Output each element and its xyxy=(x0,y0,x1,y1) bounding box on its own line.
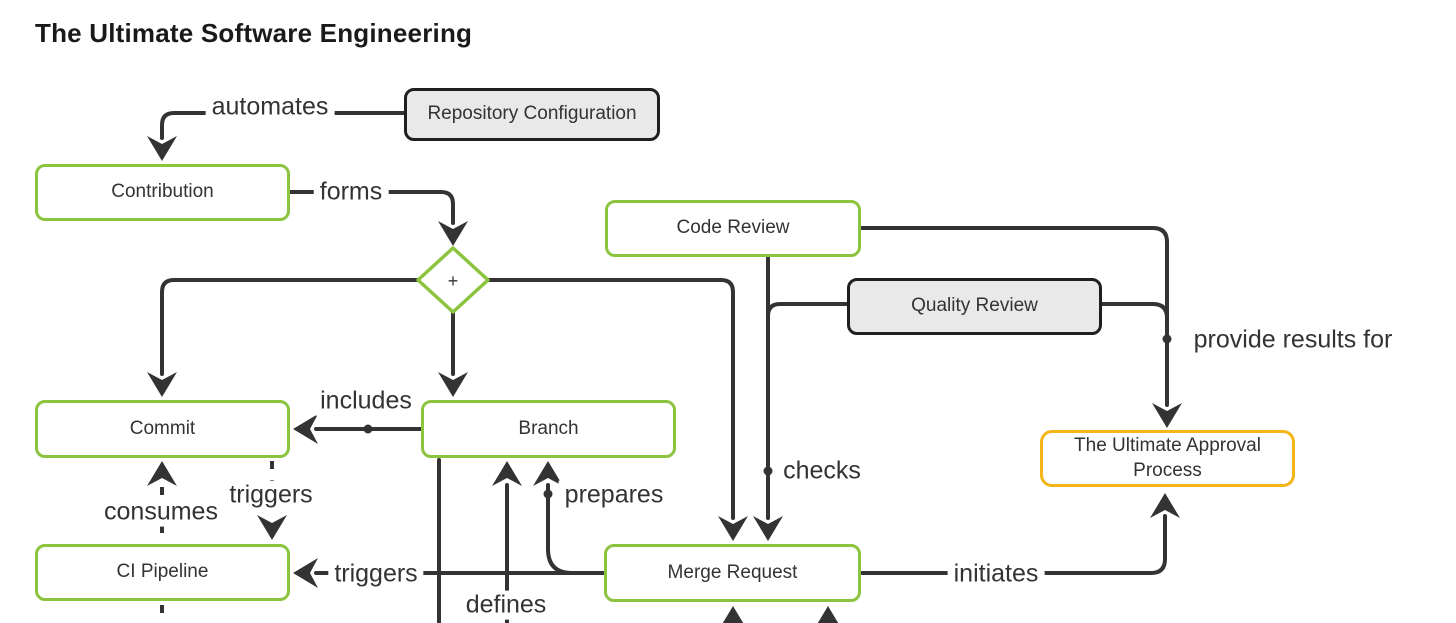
edge-label-dot xyxy=(543,489,553,499)
edge-forms xyxy=(288,190,468,246)
arrowhead-left-icon xyxy=(293,558,318,588)
edge-label-checks: checks xyxy=(777,456,867,486)
arrowhead-down-icon xyxy=(753,516,783,541)
node-merge-request: Merge Request xyxy=(604,544,861,602)
edge-provide-results-for xyxy=(860,226,1182,428)
node-branch: Branch xyxy=(421,400,676,458)
edge-label-dot xyxy=(363,424,373,434)
edge-label-forms: forms xyxy=(313,177,389,207)
arrowhead-left-icon xyxy=(293,414,318,444)
arrowhead-down-icon xyxy=(147,372,177,397)
edge-includes xyxy=(293,414,423,444)
arrowhead-up-icon xyxy=(492,461,522,486)
edge-label-initiates: initiates xyxy=(947,559,1045,589)
edge-junction-to-branch xyxy=(438,310,468,397)
arrowhead-up-icon xyxy=(533,461,563,486)
arrowhead-down-icon xyxy=(438,221,468,246)
edge-consumes xyxy=(147,461,177,543)
edge-junction-to-merge-request xyxy=(484,278,748,541)
edge-junction-to-commit xyxy=(147,278,422,397)
edge-merge-request-bottom-stubs xyxy=(722,606,839,623)
arrowhead-up-icon xyxy=(1150,493,1180,518)
diagram-title: The Ultimate Software Engineering xyxy=(35,18,473,48)
edge-label-dot xyxy=(763,466,773,476)
node-junction-diamond: + xyxy=(416,246,490,314)
edge-label-consumes: consumes xyxy=(98,497,224,527)
node-ci-pipeline: CI Pipeline xyxy=(35,544,290,601)
arrowhead-down-icon xyxy=(1152,403,1182,428)
node-contribution: Contribution xyxy=(35,164,290,221)
node-ultimate-approval-process: The Ultimate Approval Process xyxy=(1040,430,1295,487)
edge-label-provide-results-for: provide results for xyxy=(1187,325,1399,355)
edge-label-triggers-merge: triggers xyxy=(328,559,424,589)
arrowhead-up-icon xyxy=(147,461,177,486)
arrowhead-down-icon xyxy=(147,136,177,161)
arrowhead-down-icon xyxy=(438,372,468,397)
edge-label-defines: defines xyxy=(459,590,553,620)
edge-triggers-commit xyxy=(257,461,287,540)
node-commit: Commit xyxy=(35,400,290,458)
edge-label-includes: includes xyxy=(314,386,418,416)
arrowhead-up-icon xyxy=(722,606,744,623)
arrowhead-down-icon xyxy=(718,516,748,541)
edge-prepares xyxy=(533,461,606,575)
edge-label-dot xyxy=(1162,334,1172,344)
edge-label-automates: automates xyxy=(205,92,335,122)
node-quality-review: Quality Review xyxy=(847,278,1102,335)
edge-checks xyxy=(753,256,849,541)
edge-initiates xyxy=(860,493,1180,575)
arrowhead-down-icon xyxy=(257,515,287,540)
arrowhead-up-icon xyxy=(817,606,839,623)
node-code-review: Code Review xyxy=(605,200,861,257)
edge-label-prepares: prepares xyxy=(558,480,670,510)
node-repository-configuration: Repository Configuration xyxy=(404,88,660,141)
edge-automates xyxy=(147,111,406,161)
junction-plus-label: + xyxy=(448,271,459,291)
edge-label-triggers-commit: triggers xyxy=(223,480,319,510)
